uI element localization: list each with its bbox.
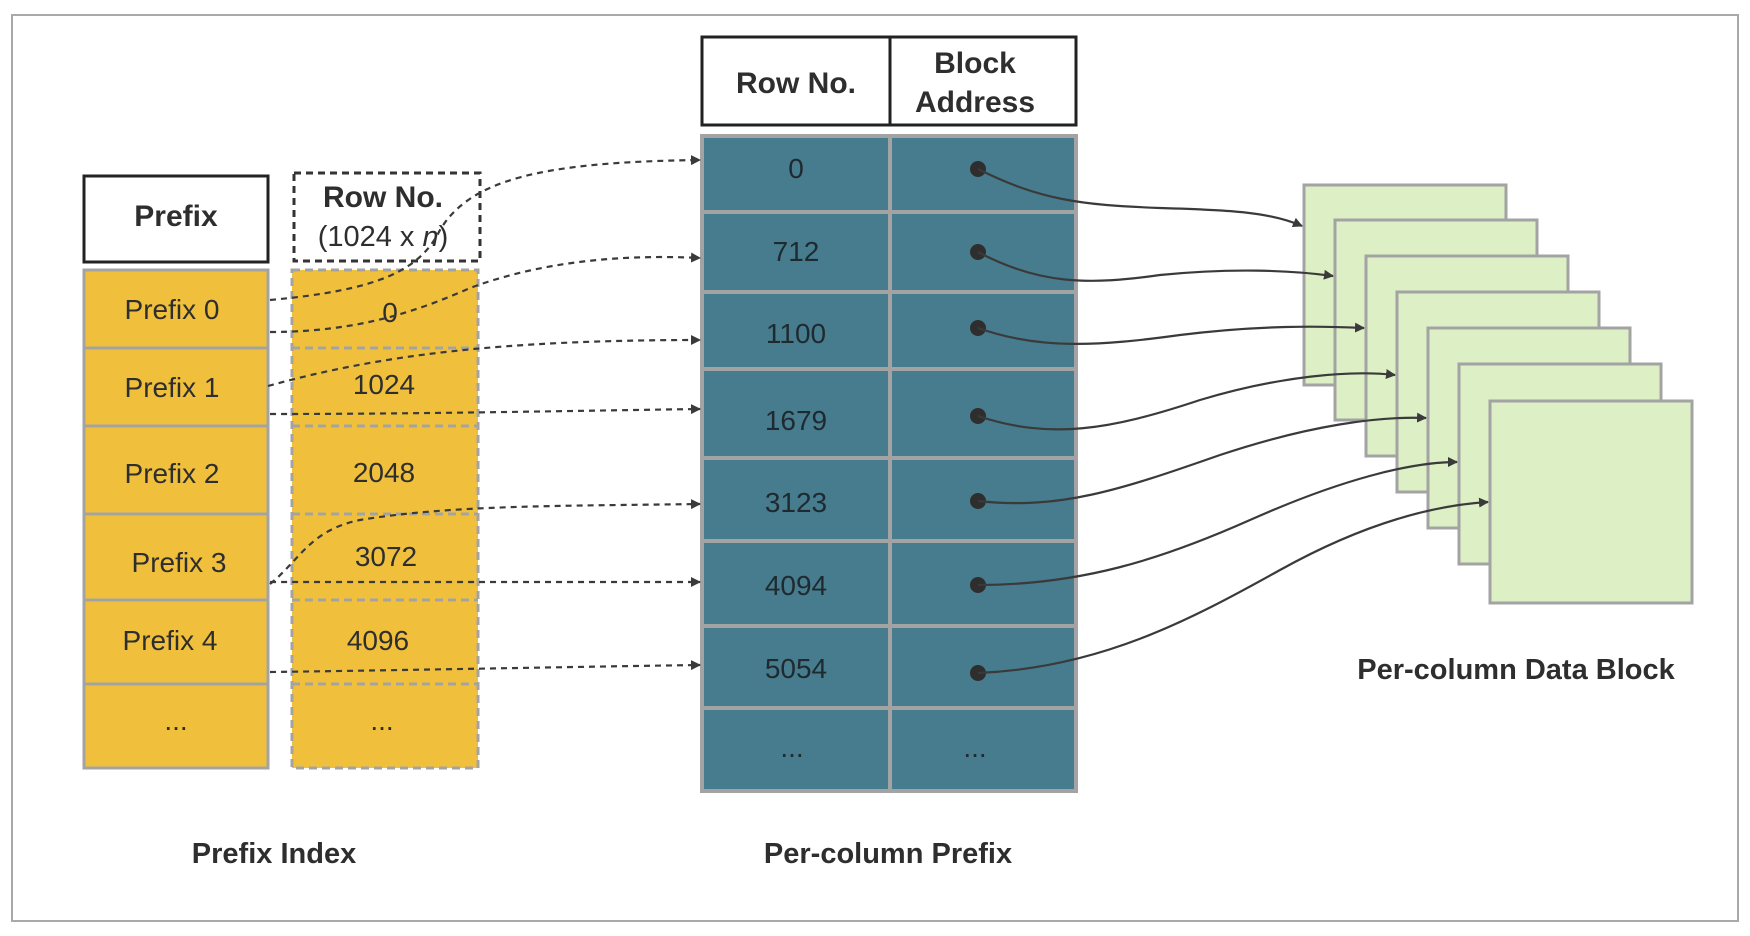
- dashed-pointer-arrow: [269, 252, 701, 334]
- rowno-value: 2048: [353, 457, 415, 488]
- address-to-block-arrows: [977, 168, 1489, 675]
- prefix-label: Prefix 4: [123, 625, 218, 656]
- rowno-header: Row No.: [323, 181, 443, 214]
- solid-pointer-arrow: [977, 497, 1489, 675]
- dashed-pointer-arrow: [269, 660, 701, 674]
- pcp-rowno-value: 1679: [765, 405, 827, 436]
- rowno-subheader: (1024 x n): [318, 221, 449, 253]
- solid-pointer-arrow: [977, 369, 1396, 431]
- prefix-header: Prefix: [134, 200, 218, 233]
- pcp-block-header: Block: [934, 47, 1016, 80]
- prefix-label: Prefix 0: [125, 294, 220, 325]
- rowno-value: ...: [370, 705, 393, 736]
- prefix-index: Prefix Row No. (1024 x n) Prefix 0 Prefi…: [82, 171, 482, 870]
- per-column-prefix-caption: Per-column Prefix: [764, 838, 1012, 870]
- prefix-cell: [82, 598, 270, 686]
- rowno-value: 1024: [353, 369, 415, 400]
- solid-pointer-arrow: [977, 168, 1303, 228]
- rowno-value: 3072: [355, 541, 417, 572]
- rowno-header-box: [292, 171, 482, 263]
- prefix-label: ...: [164, 705, 187, 736]
- dashed-pointer-arrow: [269, 404, 701, 416]
- pcp-rowno-value: 1100: [766, 318, 826, 349]
- prefix-label: Prefix 3: [132, 547, 227, 578]
- solid-pointer-arrow: [977, 251, 1334, 282]
- pcp-rowno-value: 712: [773, 236, 820, 267]
- prefix-label: Prefix 1: [125, 372, 220, 403]
- data-block-page: [1488, 399, 1694, 605]
- pcp-rowno-value: 0: [788, 153, 804, 184]
- outer-frame: [11, 14, 1739, 922]
- prefix-cell: [82, 512, 270, 602]
- dashed-pointer-arrow: [267, 335, 701, 388]
- prefix-cell: [82, 268, 270, 350]
- dashed-pointer-arrow: [269, 499, 701, 585]
- prefix-cell: [82, 682, 270, 770]
- dashed-pointer-arrow: [269, 155, 701, 302]
- solid-pointer-arrow: [977, 322, 1365, 345]
- pcp-address-header: Address: [915, 86, 1035, 119]
- pcp-rowno-value: ...: [780, 732, 803, 763]
- prefix-index-caption: Prefix Index: [192, 838, 356, 870]
- pcp-rowno-value: 5054: [765, 653, 827, 684]
- index-to-prefix-arrows: [267, 155, 701, 674]
- per-column-data-block: Per-column Data Block: [1302, 183, 1694, 686]
- rowno-column: [290, 268, 480, 770]
- pcp-rowno-value: 3123: [765, 487, 827, 518]
- data-block-caption: Per-column Data Block: [1357, 654, 1675, 686]
- per-column-prefix: Row No. Block Address 0 712 1100 1679 31…: [700, 35, 1078, 870]
- rowno-value: 0: [382, 297, 398, 328]
- prefix-label: Prefix 2: [125, 458, 220, 489]
- prefix-cell: [82, 424, 270, 516]
- solid-pointer-arrow: [977, 457, 1458, 587]
- pcp-address-ellipsis: ...: [963, 732, 986, 763]
- solid-pointer-arrow: [977, 412, 1427, 505]
- rowno-value: 4096: [347, 625, 409, 656]
- pcp-rowno-value: 4094: [765, 570, 827, 601]
- pcp-rowno-header: Row No.: [736, 67, 856, 100]
- prefix-header-box: [82, 174, 270, 264]
